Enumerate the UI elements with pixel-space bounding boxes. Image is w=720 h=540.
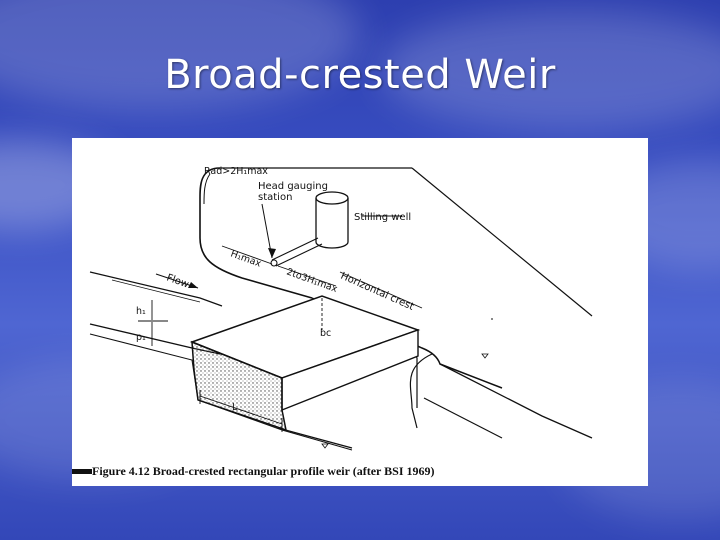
gauging-point (270, 259, 278, 267)
label-head-gauging: Head gauging (258, 181, 328, 192)
cloud-texture (380, 10, 720, 130)
caption-marker (72, 469, 92, 474)
stilling-well (315, 191, 349, 249)
far-wall-top (411, 167, 593, 317)
far-wall-lower (409, 353, 433, 429)
label-h1: h₁ (136, 306, 146, 317)
approach-water-surface (111, 279, 201, 303)
hmax-dimension (221, 245, 273, 265)
far-wall (311, 297, 503, 389)
crest-dimension (339, 271, 423, 309)
far-wall-bank (439, 363, 593, 439)
label-dist: 2to3H₁max (285, 266, 339, 295)
weir-figure: Rad>2H₁max Head gauging station Stilling… (72, 138, 648, 486)
channel-wall-curve (203, 173, 211, 205)
water-mark (481, 353, 489, 359)
L-dimension (199, 395, 283, 425)
label-bc: bc (320, 328, 331, 339)
channel-floor (89, 333, 353, 451)
water-mark (321, 443, 329, 449)
figure-caption: Figure 4.12 Broad-crested rectangular pr… (92, 464, 435, 478)
label-hmax: H₁max (229, 248, 263, 269)
label-stilling-well: Stilling well (354, 212, 411, 223)
label-flow: Flow (165, 272, 190, 290)
label-p1: p₁ (136, 332, 146, 343)
channel-wall (199, 167, 313, 299)
label-rad: Rad>2H₁max (204, 166, 268, 177)
dist-dimension (277, 265, 337, 287)
approach-bed-top (89, 271, 223, 307)
downstream-slope (423, 397, 503, 439)
slide-title: Broad-crested Weir (164, 52, 556, 98)
label-L: L (232, 402, 238, 413)
weir-diagram: Rad>2H₁max Head gauging station Stilling… (89, 166, 593, 451)
connecting-pipe (271, 237, 323, 267)
label-station: station (258, 192, 292, 203)
downstream-bed (277, 427, 353, 449)
